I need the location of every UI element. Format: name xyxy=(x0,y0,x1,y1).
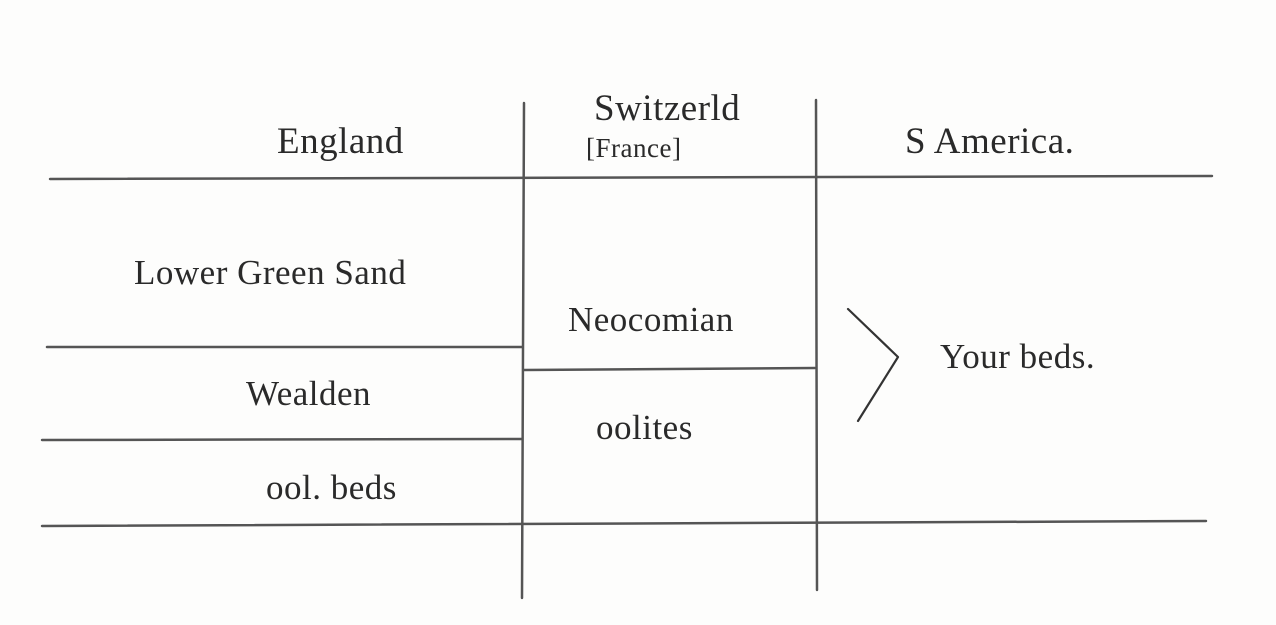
england-cell-wealden: Wealden xyxy=(246,374,372,413)
header-england: England xyxy=(277,121,404,162)
england-cell-lower-green-sand: Lower Green Sand xyxy=(134,253,407,292)
south-america-cell-your-beds: Your beds. xyxy=(940,337,1096,376)
switzerland-cell-neocomian: Neocomian xyxy=(568,300,734,339)
header-switzerland: Switzerld xyxy=(594,88,741,129)
switzerland-row-divider xyxy=(522,366,817,372)
header-switzerland-note: [France] xyxy=(586,133,682,163)
switzerland-cell-oolites: oolites xyxy=(596,408,693,447)
bottom-rule xyxy=(40,519,1208,528)
header-rule xyxy=(48,174,1214,181)
england-row-divider-2 xyxy=(40,437,524,442)
england-cell-ool-beds: ool. beds xyxy=(266,468,397,507)
column-divider-1 xyxy=(520,101,526,600)
header-south-america: S America. xyxy=(905,121,1075,162)
column-divider-2 xyxy=(814,98,819,592)
bracket-mark xyxy=(846,307,900,423)
